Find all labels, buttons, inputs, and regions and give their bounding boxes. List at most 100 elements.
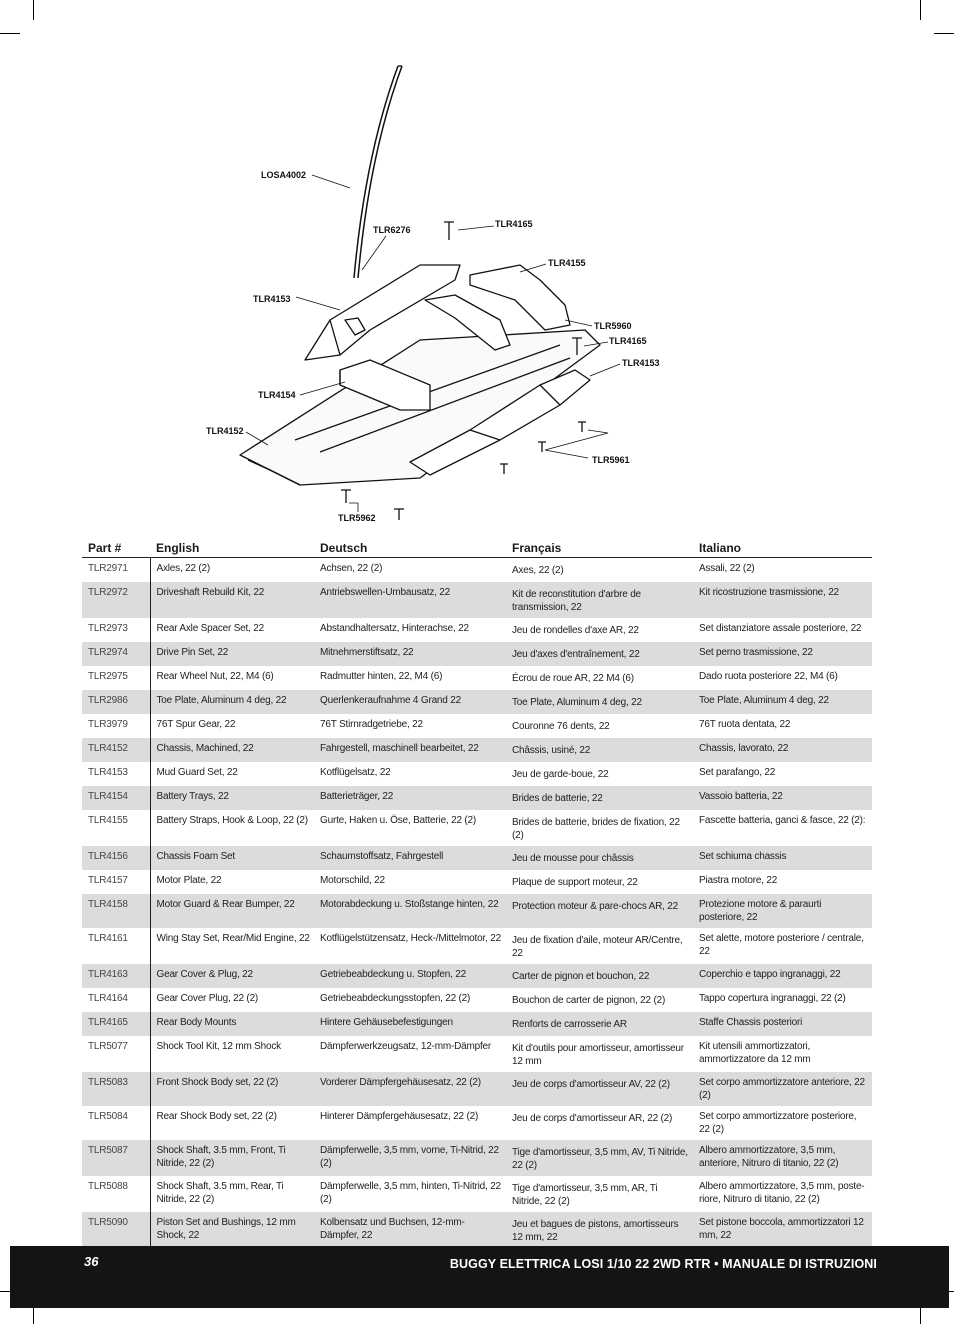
page-number: 36 bbox=[84, 1254, 99, 1269]
header-francais: Français bbox=[506, 537, 693, 558]
cell-deutsch: Mitnehmerstiftsatz, 22 bbox=[314, 641, 506, 666]
cell-english: Shock Shaft, 3.5 mm, Front, Ti Nitride, … bbox=[150, 1139, 314, 1176]
cell-part-number: TLR4165 bbox=[82, 1011, 151, 1036]
cell-part-number: TLR4164 bbox=[82, 987, 151, 1012]
cell-francais: Brides de batterie, 22 bbox=[506, 785, 693, 810]
cell-italiano: Set alette, motore posteriore / centrale… bbox=[699, 932, 864, 957]
cell-part-number: TLR5087 bbox=[82, 1139, 151, 1176]
cell-part-number: TLR2986 bbox=[82, 689, 151, 714]
cell-deutsch: Hintere Gehäusebefestigungen bbox=[314, 1011, 506, 1036]
cell-deutsch: Dämpferwelle, 3,5 mm, hinten, Ti-Nitrid,… bbox=[320, 1180, 501, 1205]
cell-italiano: Tappo copertura ingranaggi, 22 (2) bbox=[699, 992, 846, 1004]
cell-italiano: Dado ruota posteriore 22, M4 (6) bbox=[699, 670, 838, 682]
crop-mark bbox=[920, 1304, 921, 1324]
cell-part-number: TLR4153 bbox=[82, 761, 151, 786]
callout-label: TLR4153 bbox=[622, 358, 660, 368]
cell-italiano: Albero ammortizzatore, 3,5 mm, anteriore… bbox=[693, 1139, 872, 1176]
cell-francais: Jeu de rondelles d'axe AR, 22 bbox=[512, 624, 639, 636]
cell-deutsch: Dämpferwelle, 3,5 mm, vorne, Ti-Nitrid, … bbox=[314, 1139, 506, 1176]
cell-italiano: Coperchio e tappo ingranaggi, 22 bbox=[693, 963, 872, 988]
header-deutsch: Deutsch bbox=[314, 537, 506, 558]
cell-part-number: TLR4152 bbox=[82, 737, 151, 762]
cell-deutsch: Gurte, Haken u. Öse, Batterie, 22 (2) bbox=[320, 814, 477, 826]
cell-deutsch: Antriebswellen-Umbausatz, 22 bbox=[314, 581, 506, 618]
cell-part-number: TLR2973 bbox=[82, 617, 151, 642]
callout-label: TLR4155 bbox=[548, 258, 586, 268]
page-footer: 36 BUGGY ELETTRICA LOSI 1/10 22 2WD RTR … bbox=[10, 1246, 949, 1308]
cell-part-number: TLR4154 bbox=[82, 785, 151, 810]
cell-part-number: TLR4155 bbox=[82, 809, 151, 846]
cell-francais: Tige d'amortisseur, 3,5 mm, AR, Ti Nitri… bbox=[512, 1182, 658, 1207]
cell-francais: Renforts de carrosserie AR bbox=[506, 1011, 693, 1036]
manual-title: BUGGY ELETTRICA LOSI 1/10 22 2WD RTR • M… bbox=[449, 1257, 877, 1271]
cell-italiano: Set parafango, 22 bbox=[699, 766, 776, 778]
cell-francais: Châssis, usiné, 22 bbox=[506, 737, 693, 762]
cell-deutsch: Hinterer Dämpfergehäusesatz, 22 (2) bbox=[320, 1110, 479, 1122]
cell-deutsch: Kotflügelstützensatz, Heck-/Mittelmotor,… bbox=[320, 932, 501, 944]
callout-label: LOSA4002 bbox=[261, 170, 307, 180]
cell-part-number: TLR2971 bbox=[82, 557, 151, 582]
cell-italiano: Set corpo ammortizzatore anteriore, 22 (… bbox=[693, 1071, 872, 1106]
cell-deutsch: Abstandhaltersatz, Hinterachse, 22 bbox=[320, 622, 469, 634]
cell-italiano: Albero ammortizzatore, 3,5 mm, poste-rio… bbox=[699, 1180, 865, 1205]
cell-francais: Brides de batterie, brides de fixation, … bbox=[512, 816, 680, 841]
table-header-row: Part # English Deutsch Français Italiano bbox=[82, 537, 872, 558]
parts-table: Part # English Deutsch Français Italiano… bbox=[82, 537, 872, 1248]
callout-label: TLR5961 bbox=[592, 455, 630, 465]
cell-english: Mud Guard Set, 22 bbox=[156, 766, 238, 778]
cell-english: Axles, 22 (2) bbox=[156, 563, 211, 574]
cell-francais: Jeu de corps d'amortisseur AV, 22 (2) bbox=[506, 1071, 693, 1106]
exploded-parts-diagram: LOSA4002 TLR6276 TLR4165 TLR4155 TLR4153… bbox=[0, 0, 954, 530]
cell-part-number: TLR4158 bbox=[82, 893, 151, 928]
cell-italiano: Chassis, lavorato, 22 bbox=[693, 737, 872, 762]
cell-english: Motor Plate, 22 bbox=[156, 874, 222, 886]
cell-francais: Jeu et bagues de pistons, amortisseurs 1… bbox=[506, 1211, 693, 1248]
cell-deutsch: 76T Stirnradgetriebe, 22 bbox=[320, 718, 423, 730]
cell-english: Gear Cover Plug, 22 (2) bbox=[156, 992, 259, 1004]
cell-deutsch: Batterieträger, 22 bbox=[314, 785, 506, 810]
cell-italiano: Set schiuma chassis bbox=[693, 845, 872, 870]
cell-francais: Protection moteur & pare-chocs AR, 22 bbox=[506, 893, 693, 928]
crop-mark bbox=[920, 0, 921, 20]
callout-label: TLR4152 bbox=[206, 426, 244, 436]
cell-francais: Axes, 22 (2) bbox=[512, 565, 564, 576]
cell-francais: Couronne 76 dents, 22 bbox=[512, 720, 610, 732]
cell-deutsch: Fahrgestell, maschinell bearbeitet, 22 bbox=[314, 737, 506, 762]
cell-italiano: Fascette batteria, ganci & fasce, 22 (2)… bbox=[699, 814, 866, 826]
cell-part-number: TLR5077 bbox=[82, 1035, 151, 1072]
cell-francais: Kit de reconstitution d'arbre de transmi… bbox=[506, 581, 693, 618]
cell-italiano: 76T ruota dentata, 22 bbox=[699, 718, 791, 730]
cell-francais: Écrou de roue AR, 22 M4 (6) bbox=[512, 672, 634, 684]
cell-deutsch: Schaumstoffsatz, Fahrgestell bbox=[314, 845, 506, 870]
cell-english: 76T Spur Gear, 22 bbox=[156, 718, 236, 730]
cell-part-number: TLR4157 bbox=[82, 869, 151, 894]
cell-english: Rear Body Mounts bbox=[150, 1011, 314, 1036]
cell-deutsch: Radmutter hinten, 22, M4 (6) bbox=[320, 670, 443, 682]
callout-label: TLR5960 bbox=[594, 321, 632, 331]
cell-english: Shock Shaft, 3.5 mm, Rear, Ti Nitride, 2… bbox=[156, 1180, 284, 1205]
cell-francais: Tige d'amortisseur, 3,5 mm, AV, Ti Nitri… bbox=[506, 1139, 693, 1176]
cell-part-number: TLR5088 bbox=[82, 1175, 151, 1212]
callout-label: TLR4165 bbox=[609, 336, 647, 346]
cell-deutsch: Querlenkeraufnahme 4 Grand 22 bbox=[314, 689, 506, 714]
cell-english: Rear Shock Body set, 22 (2) bbox=[156, 1110, 277, 1122]
cell-italiano: Set pistone boccola, ammortizzatori 12 m… bbox=[693, 1211, 872, 1248]
cell-english: Shock Tool Kit, 12 mm Shock bbox=[156, 1040, 282, 1052]
